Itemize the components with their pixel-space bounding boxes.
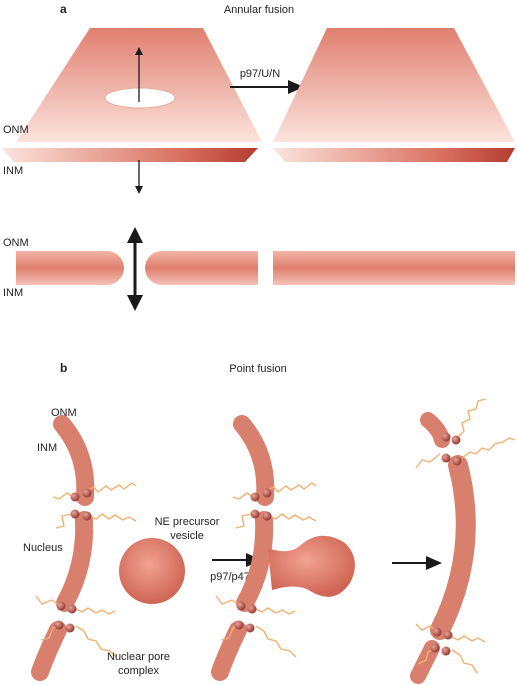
onm-label-b: ONM <box>51 407 77 419</box>
membrane-pore-hole <box>104 87 176 109</box>
inner-membrane-sheet-right <box>273 148 515 162</box>
ne-precursor-vesicle <box>119 538 185 604</box>
panel-b-letter: b <box>60 361 67 375</box>
p97-u-n-label: p97/U/N <box>240 68 280 80</box>
inner-membrane-sheet <box>2 148 258 162</box>
reaction-arrow-a <box>230 80 304 94</box>
inm-label-top: INM <box>3 165 23 177</box>
reaction-arrow-b2 <box>392 556 442 570</box>
panel-b-title: Point fusion <box>229 363 286 375</box>
vesicle-label-line1: NE precursor <box>155 516 220 528</box>
membrane-segment-middle <box>145 251 258 285</box>
onm-label-top: ONM <box>3 124 29 136</box>
outer-membrane-sheet-right <box>273 28 515 142</box>
p97-p47-label: p97/p47 <box>210 571 250 583</box>
envelope-segment-bottom <box>31 621 67 681</box>
npc-label-line1: Nuclear pore <box>107 651 170 663</box>
left-membrane-sheets <box>2 28 262 162</box>
fusing-vesicle <box>268 535 355 597</box>
right-membrane-sheets <box>273 28 515 162</box>
double-arrow-vertical <box>127 227 143 311</box>
inm-label-side: INM <box>3 287 23 299</box>
nuclear-pore-complex-middle-beads <box>234 488 272 633</box>
npc-label-line2: complex <box>118 665 159 677</box>
inm-label-b: INM <box>37 442 57 454</box>
nuclear-pore-complex-left-beads <box>54 488 92 633</box>
vesicle-label-line2: vesicle <box>170 530 204 542</box>
membrane-segment-right <box>273 251 515 285</box>
envelope-segment-top <box>53 415 95 506</box>
nuclear-envelope-middle <box>211 415 275 681</box>
nuclear-pore-complex-middle-fibrils <box>215 482 317 658</box>
envelope-segment-middle <box>56 511 94 612</box>
onm-label-side: ONM <box>3 237 29 249</box>
panel-a-letter: a <box>60 2 67 16</box>
membrane-segment-left <box>16 251 124 285</box>
nucleus-label: Nucleus <box>23 542 63 554</box>
nuclear-pore-complex-right-beads <box>430 432 462 656</box>
panel-a-title: Annular fusion <box>224 4 294 16</box>
